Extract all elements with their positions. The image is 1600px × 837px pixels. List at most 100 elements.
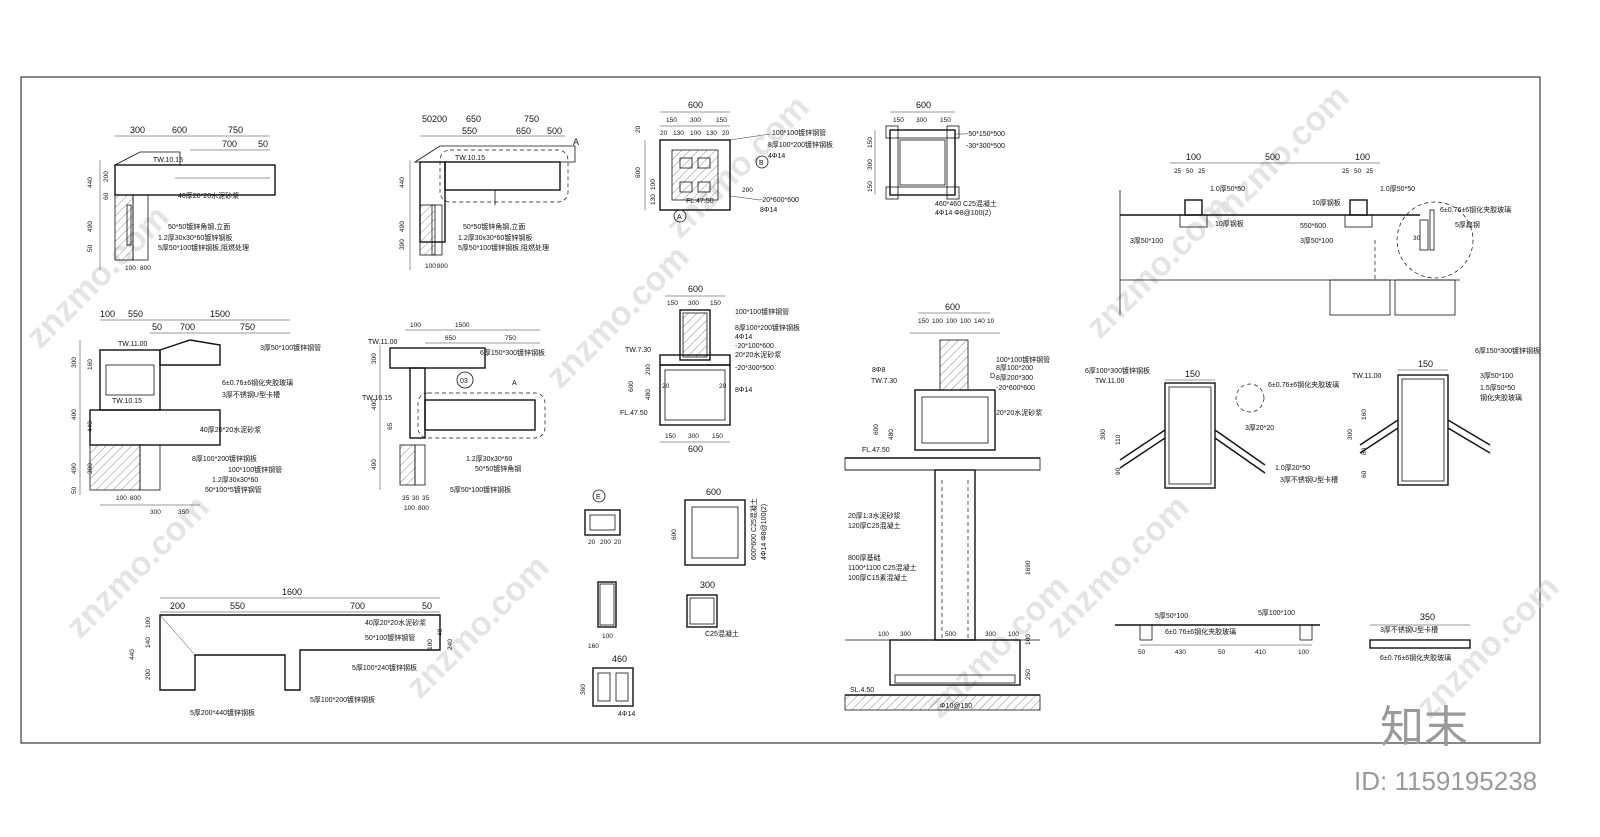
dim-label: 750: [524, 114, 539, 124]
dim-label: 250: [1025, 669, 1032, 680]
note: 5厚200*440镀锌钢板: [190, 708, 255, 717]
note: 4Φ14 Φ8@100(2): [935, 210, 991, 217]
note: -20*600*600: [996, 385, 1035, 392]
level-mark: TW.7.30: [871, 378, 897, 385]
dim-label: 100: [602, 633, 613, 640]
dim-label: 550: [462, 126, 477, 136]
dim-label: 60: [103, 192, 110, 200]
note: 6±0.76±6钢化夹胶玻璃: [1165, 627, 1236, 636]
dim-label: 50: [422, 114, 432, 124]
note: Φ10@150: [940, 703, 972, 710]
section-mark: A: [677, 214, 682, 221]
dim-label: 460: [612, 654, 627, 664]
dim-label: 600: [916, 100, 931, 110]
dim-label: 20: [588, 539, 596, 546]
dim-label: 200: [432, 114, 447, 124]
dim-label: 600: [671, 529, 678, 540]
dim-label: 600: [688, 284, 703, 294]
dim-label: 50: [87, 244, 94, 252]
dim-label: 600: [873, 424, 880, 435]
note: 6厚150*300镀锌钢板: [480, 348, 545, 357]
note: 10厚钢板: [1215, 219, 1244, 228]
level-mark: TW.7.30: [625, 347, 651, 354]
dim-label: 410: [1255, 649, 1266, 656]
dim-label: 550: [230, 601, 245, 611]
note: 3厚20*20: [1245, 424, 1274, 432]
dim-label: 490: [71, 463, 78, 474]
watermark-text: znzmo.com: [539, 238, 697, 396]
dim-label: 100: [125, 265, 136, 272]
dim-label: 650: [516, 126, 531, 136]
dim-label: 20: [719, 383, 727, 390]
dim-label: 50: [71, 486, 78, 494]
dim-label: 400: [371, 399, 378, 410]
dim-label: 150: [1185, 369, 1200, 379]
dim-label: 150: [710, 300, 721, 307]
dim-label: 150: [893, 117, 904, 124]
dim-label: 150: [666, 117, 677, 124]
level-mark: TW.10.15: [455, 155, 485, 162]
note: 3厚不锈钢U型卡槽: [1280, 475, 1338, 484]
note: 550*600: [1300, 223, 1326, 230]
dim-label: 150: [712, 433, 723, 440]
dim-label: 490: [399, 221, 406, 232]
dim-label: 30: [1413, 235, 1421, 242]
dim-label: 600: [635, 167, 642, 178]
dim-label: 130: [673, 130, 684, 137]
section-mark: A: [573, 137, 579, 147]
detail-6: 100 550 1500 50 700 750 TW.11.00 TW.10.1…: [71, 309, 321, 516]
dim-label: 20: [662, 383, 670, 390]
dim-label: 1500: [210, 309, 230, 319]
dim-label: 400: [71, 409, 78, 420]
dim-label: 300: [688, 300, 699, 307]
note: 3厚50*100镀锌钢管: [260, 343, 321, 352]
dim-label: 100: [690, 130, 701, 137]
note: -20*300*500: [735, 365, 774, 372]
dim-label: 160: [1361, 409, 1368, 420]
detail-13: 150 TW.11.00 300 160 80 60 6厚150*300镀锌钢板…: [1347, 346, 1540, 486]
note: 1.2厚30x30*60镀锌钢板: [458, 233, 532, 242]
dim-label: 600: [706, 487, 721, 497]
dim-label: 100: [1008, 631, 1019, 638]
dim-label: 20: [635, 125, 642, 133]
dim-label: 300: [690, 117, 701, 124]
dim-label: 35: [402, 495, 410, 502]
detail-3: 600 150 300 150 20 130 100 130 20 20 600…: [635, 100, 833, 223]
dim-label: 100: [878, 631, 889, 638]
dim-label: 750: [505, 335, 516, 342]
dim-label: 20: [660, 130, 668, 137]
note: 8厚100*200镀锌钢板: [768, 140, 833, 149]
dim-label: 390: [87, 463, 94, 474]
dim-label: 490: [87, 221, 94, 232]
section-mark: E: [596, 494, 601, 501]
note: 460*460 C25混凝土: [935, 199, 997, 208]
dim-label: 1690: [1025, 560, 1032, 575]
note: 6厚150*300镀锌钢板: [1475, 346, 1540, 355]
note: 40厚20*20水泥砂浆: [200, 425, 261, 434]
note: 1.2厚30x30*60镀锌钢板: [158, 233, 232, 242]
dim-label: 200: [103, 171, 110, 182]
dim-label: 150: [940, 117, 951, 124]
detail-4: 600 150 300 150 150 300 150 -50*150*500 …: [867, 100, 1005, 217]
dim-label: 200: [170, 601, 185, 611]
dim-label: 10: [987, 318, 995, 325]
dim-label: 800: [140, 265, 151, 272]
note: 1.0厚50*50: [1210, 185, 1245, 193]
note: 50*100*5镀锌钢管: [205, 485, 262, 494]
note: -30*300*500: [966, 143, 1005, 150]
dim-label: 300: [1100, 429, 1107, 440]
dim-label: 50: [1186, 168, 1194, 175]
level-mark: TW.11.00: [1352, 373, 1382, 380]
dim-label: 300: [371, 353, 378, 364]
dim-label: 300: [700, 580, 715, 590]
note: 5厚50*100镀锌钢板,阻燃处理: [158, 243, 249, 252]
note: 4Φ14: [768, 153, 785, 160]
level-mark: TW.10.15: [112, 398, 142, 405]
note: 4Φ14: [735, 334, 752, 341]
level-mark: TW.11.00: [1095, 378, 1125, 385]
dim-label: 160: [588, 643, 599, 650]
dim-label: 20: [722, 130, 730, 137]
detail-14: 5厚50*100 5厚100*100 6±0.76±6钢化夹胶玻璃 50 430…: [1115, 609, 1320, 656]
note: C25混凝土: [705, 629, 739, 638]
dim-label: 100: [946, 318, 957, 325]
